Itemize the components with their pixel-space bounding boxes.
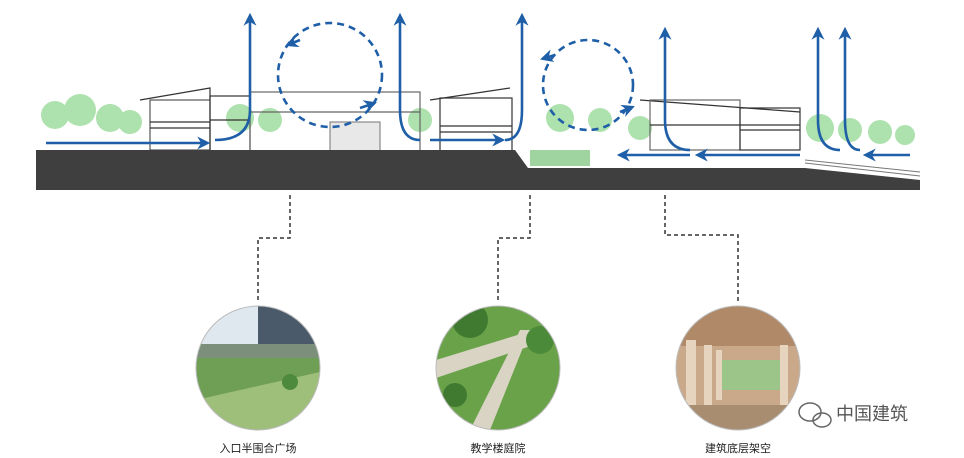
callout-lines — [257, 195, 739, 302]
wind-arrow-rise-6 — [658, 26, 691, 152]
photo-teaching-courtyard — [435, 305, 561, 431]
wind-arrow-rise-3 — [504, 12, 529, 142]
watermark-text: 中国建筑 — [836, 404, 908, 425]
wind-arrow-rise-5 — [811, 26, 841, 152]
caption-teaching-courtyard: 教学楼庭院 — [471, 441, 526, 455]
photo-entrance-plaza — [195, 305, 321, 431]
watermark: 中国建筑 — [798, 402, 908, 428]
vortex-left — [276, 21, 384, 129]
vortex-right — [541, 38, 635, 132]
wechat-icon — [798, 402, 832, 428]
wind-flow-arrows — [46, 12, 910, 162]
callout-line-3 — [664, 195, 739, 302]
wind-arrow-rise-2 — [393, 12, 421, 142]
caption-ground-floor-stilts: 建筑底层架空 — [705, 441, 771, 455]
wind-arrow-rise-4 — [838, 26, 861, 152]
caption-entrance-plaza: 入口半围合广场 — [220, 441, 297, 455]
callout-line-2 — [497, 195, 531, 302]
buildings-section — [139, 87, 801, 166]
callout-line-1 — [257, 195, 291, 302]
wind-arrow-rise-1 — [214, 12, 257, 142]
background-trees — [41, 94, 915, 145]
photo-ground-floor-stilts — [675, 305, 801, 431]
ground-section — [36, 150, 921, 190]
